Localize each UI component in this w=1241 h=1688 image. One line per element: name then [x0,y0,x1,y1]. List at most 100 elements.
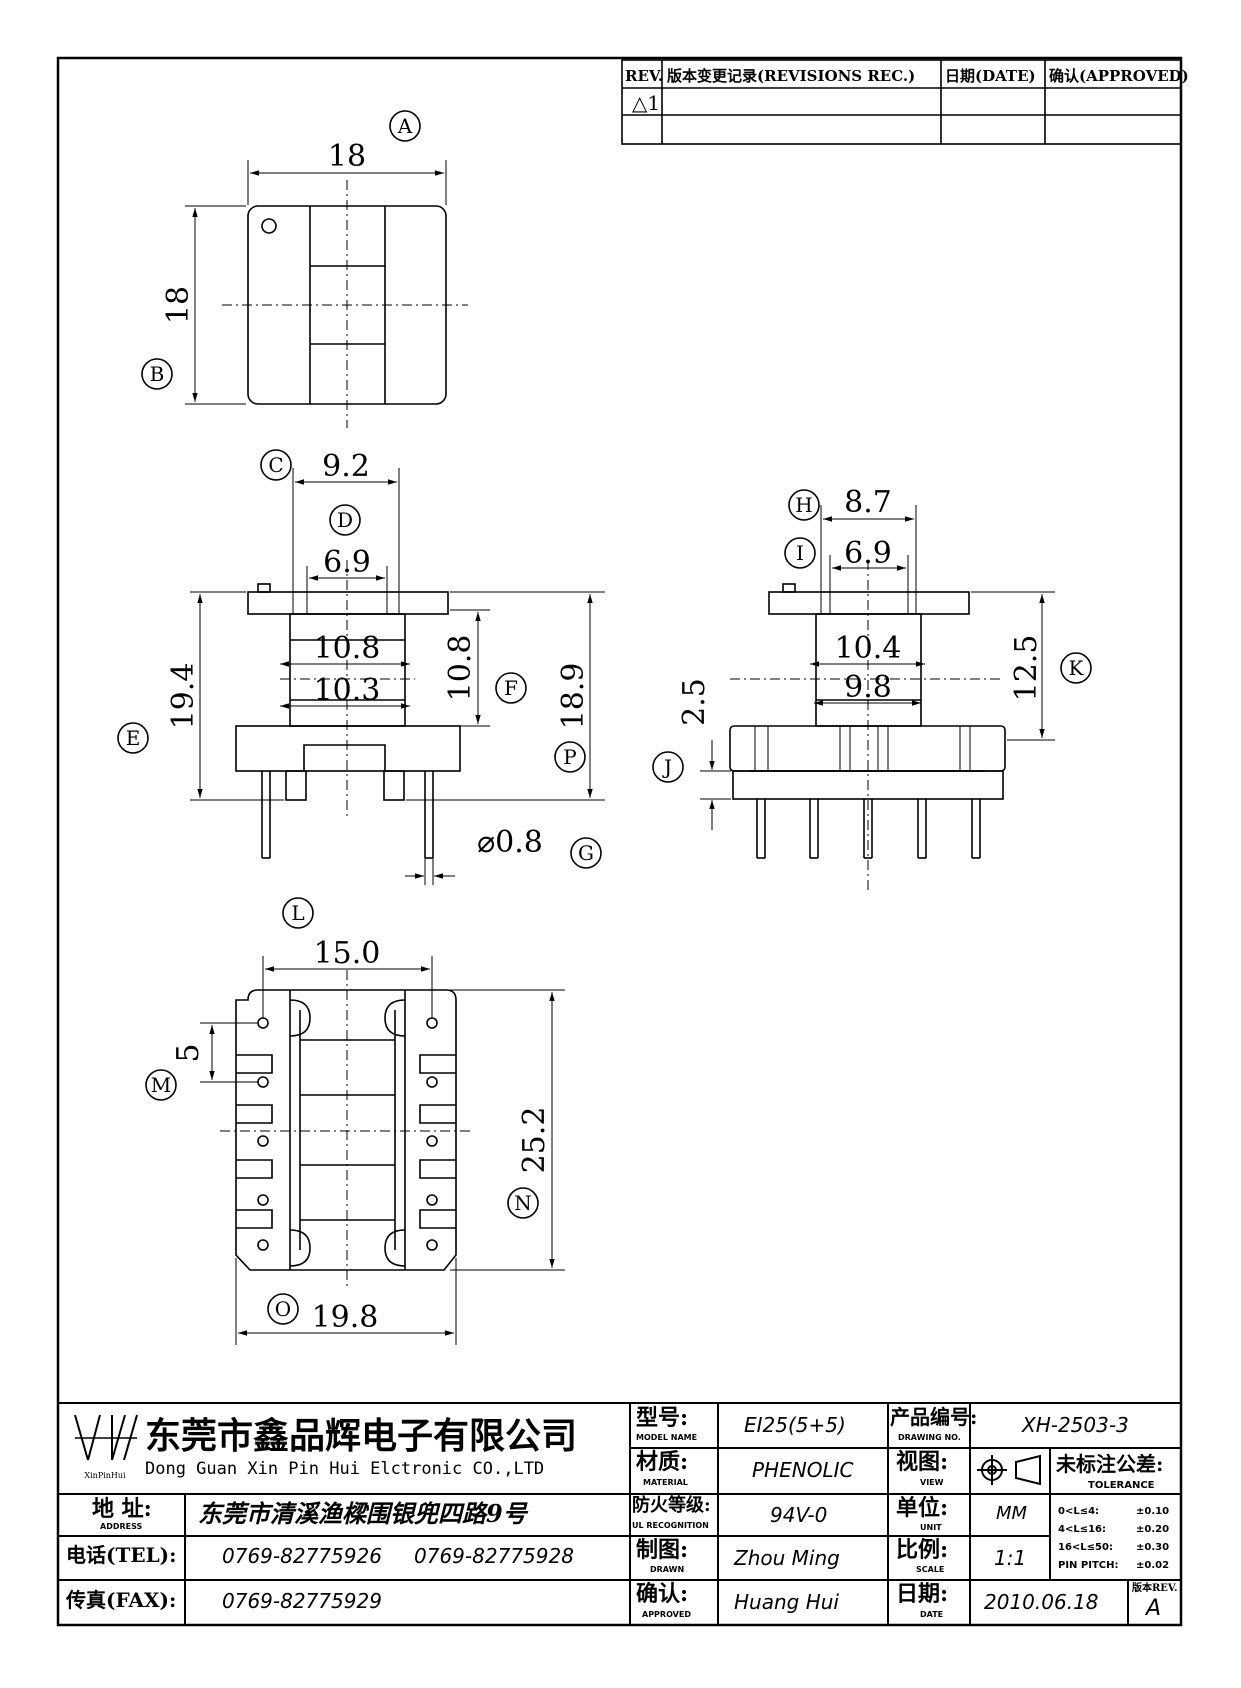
company-name-en: Dong Guan Xin Pin Hui Elctronic CO.,LTD [145,1459,545,1479]
dim-10-4-value: 10.4 [835,631,902,666]
material-label-en: MATERIAL [643,1478,688,1487]
tolerance-range: 4<L≤16: [1058,1524,1107,1535]
dim-9-8-value: 9.8 [844,670,892,705]
label-b: B [150,362,165,386]
tel-1: 0769-82775926 [222,1544,382,1568]
dim-n-value: 25.2 [517,1107,552,1174]
rev-header: REV. [625,67,663,85]
dim-e-value: 19.4 [166,663,201,730]
model-label-en: MODEL NAME [636,1433,698,1442]
projection-symbol-icon [977,1454,1041,1486]
tel-2: 0769-82775928 [414,1544,574,1568]
dim-l-value: 15.0 [314,936,381,971]
front-view [117,449,605,885]
dim-j-value: 2.5 [677,678,712,726]
approved-header: 确认(APPROVED) [1049,67,1189,85]
model-value: EI25(5+5) [744,1413,846,1437]
view-label-en: VIEW [920,1478,944,1487]
label-a: A [397,114,413,138]
label-j: J [662,755,672,779]
dim-c-value: 9.2 [322,449,370,484]
date-header: 日期(DATE) [945,67,1036,85]
revision-marker: △1 [632,91,660,115]
material-value: PHENOLIC [752,1458,854,1482]
address-label-en: ADDRESS [100,1522,143,1531]
company-logo [74,1414,138,1461]
tel-label: 电话(TEL): [66,1543,177,1567]
dim-g-value: ⌀0.8 [477,825,543,860]
company-name-cn: 东莞市鑫品辉电子有限公司 [145,1415,578,1457]
date-label: 日期: [896,1581,949,1607]
approved-label-en: APPROVED [642,1610,691,1619]
fire-rating-label-en: UL RECOGNITION [632,1521,709,1530]
label-m: M [151,1073,171,1097]
scale-value: 1:1 [994,1546,1027,1570]
drawn-value: Zhou Ming [734,1546,840,1570]
label-o: O [275,1297,291,1321]
scale-label: 比例: [896,1537,949,1563]
drawn-label-en: DRAWN [650,1565,685,1574]
view-label: 视图: [896,1449,949,1475]
dim-k-value: 12.5 [1009,635,1044,702]
rev-label: 版本REV. [1132,1583,1178,1594]
material-label: 材质: [636,1449,689,1475]
fax-label: 传真(FAX): [66,1588,177,1612]
label-l: L [291,901,304,925]
dim-o-value: 19.8 [312,1300,379,1335]
label-c: C [268,453,283,477]
tolerance-range: 0<L≤4: [1058,1506,1100,1517]
dim-a-value: 18 [328,139,366,174]
scale-label-en: SCALE [916,1565,945,1574]
dim-b-value: 18 [161,286,196,324]
label-g: G [578,841,594,865]
fax-value: 0769-82775929 [222,1589,382,1613]
label-p: P [563,745,576,769]
unit-label-en: UNIT [920,1523,942,1532]
drawing-no-label: 产品编号: [890,1405,978,1429]
revision-record-header: 版本变更记录(REVISIONS REC.) [667,67,915,85]
label-e: E [126,726,141,750]
dim-p-value: 18.9 [556,663,591,730]
side-view [652,489,1092,890]
label-k: K [1069,656,1085,680]
tolerance-value: ±0.20 [1136,1524,1170,1535]
fire-rating-label: 防火等级: [632,1495,711,1516]
logo-text: XinPinHui [84,1471,126,1480]
dim-i-value: 6.9 [844,536,892,571]
drawing-border [56,56,1183,1627]
label-n: N [514,1191,532,1215]
approved-label: 确认: [636,1581,689,1607]
date-value: 2010.06.18 [984,1590,1099,1614]
tolerance-label: 未标注公差: [1056,1452,1164,1476]
label-d: D [337,508,353,532]
dim-10-8-value: 10.8 [314,631,381,666]
unit-label: 单位: [896,1495,949,1521]
address-value: 东莞市清溪渔樑围银兜四路9号 [198,1499,527,1528]
tolerance-value: ±0.10 [1136,1506,1170,1517]
dim-f-value: 10.8 [443,635,478,702]
label-i: I [796,541,804,565]
dim-h-value: 8.7 [844,485,892,520]
tolerance-range: 16<L≤50: [1058,1542,1113,1553]
label-f: F [504,676,518,700]
title-block-grid [58,1402,1181,1625]
dim-m-value: 5 [171,1043,206,1062]
drawing-no-label-en: DRAWING NO. [898,1433,961,1442]
revision-table [621,59,1182,145]
approved-value: Huang Hui [734,1590,839,1614]
tolerance-value: ±0.30 [1136,1542,1170,1553]
date-label-en: DATE [920,1610,944,1619]
tolerance-label-en: TOLERANCE [1088,1480,1155,1491]
tolerance-range: PIN PITCH: [1058,1560,1119,1571]
address-label: 地 址: [92,1496,152,1522]
dim-d-value: 6.9 [323,545,371,580]
fire-rating-value: 94V-0 [770,1503,828,1527]
unit-value: MM [996,1503,1028,1524]
drawing-no-value: XH-2503-3 [1022,1413,1129,1437]
top-view [141,110,468,428]
rev-value: A [1146,1596,1162,1621]
bottom-view [145,897,565,1345]
dim-10-3-value: 10.3 [314,673,381,708]
